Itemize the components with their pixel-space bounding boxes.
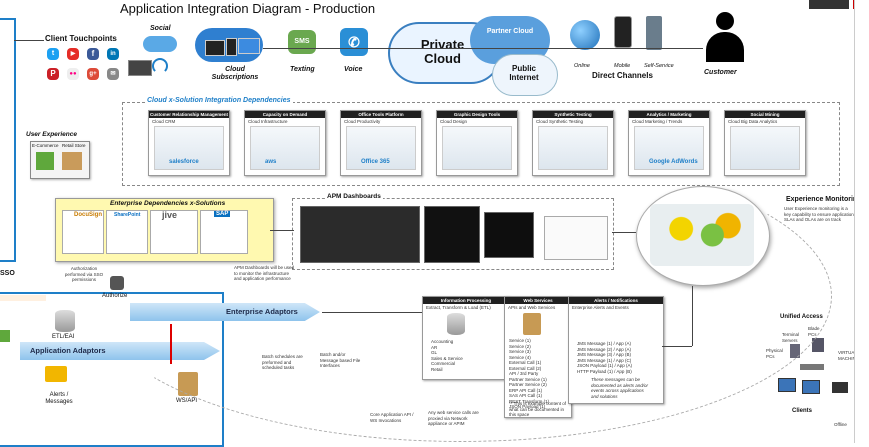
retail-store-icon [62, 152, 82, 170]
voice-label: Voice [344, 66, 363, 73]
docusign-label: DocuSign [74, 212, 102, 218]
alerts-icon [45, 366, 67, 382]
wifi-icon [152, 58, 168, 74]
cloud-panel-brand: Google AdWords [649, 159, 698, 165]
facebook-icon: f [87, 48, 99, 60]
linkedin-icon: in [107, 48, 119, 60]
private-cloud-shape-3 [492, 54, 558, 96]
docusign-panel [62, 210, 104, 254]
top-connector-line [263, 48, 703, 49]
alerts-label: Alerts / Messages [45, 392, 73, 405]
cloud-panel-title: Analytics / Marketing [629, 111, 709, 118]
cloud-panel-title: Office Tools Platform [341, 111, 421, 118]
ecommerce-label: E-Commerce [32, 143, 59, 148]
dashed-arc [90, 150, 832, 442]
cloud-panel-brand: salesforce [169, 159, 199, 165]
self-service-label: Self-Service [644, 63, 674, 69]
ecommerce-icon [36, 152, 54, 170]
cloud-panel-sub: Cloud Design [440, 119, 468, 124]
online-label: Online [574, 63, 590, 69]
user-experience-label: User Experience [26, 131, 77, 138]
application-adaptors-label: Application Adaptors [30, 346, 106, 355]
customer-label: Customer [704, 69, 737, 76]
sharepoint-label: SharePoint [114, 212, 141, 218]
ws-api-label: WS/API [176, 398, 198, 404]
texting-label: Texting [290, 66, 315, 73]
pc-icon-1 [778, 378, 796, 392]
monitor-icon [238, 38, 260, 54]
auth-note: Authorization performed via SSO permissi… [64, 266, 104, 282]
partner-cloud-label: Partner Cloud [486, 28, 534, 35]
cloud-panel-thumbnail [634, 126, 704, 170]
logo [809, 0, 849, 9]
virtual-machines-label: VIRTUAL MACHINES [838, 350, 862, 361]
client-touchpoints-label: Client Touchpoints [45, 34, 117, 43]
retail-store-label: Retail Store [62, 143, 86, 148]
pinterest-icon: P [47, 68, 59, 80]
private-cloud-label: Private Cloud [420, 37, 465, 66]
cloud-panel-sub: Cloud Productivity [344, 119, 381, 124]
phone-call-icon: ✆ [340, 28, 368, 56]
clients-label: Clients [792, 408, 813, 414]
cloud-panel-title: Capacity on Demand [245, 111, 325, 118]
mobile-label: Mobile [614, 63, 631, 69]
experience-monitoring-note: User Experience monitoring is a key capa… [784, 206, 854, 222]
cloud-panel-sub: Cloud Synthetic Testing [536, 119, 583, 124]
public-internet-label: Public Internet [509, 64, 539, 82]
social-cloud-icon [143, 36, 177, 52]
laptop-client-icon [832, 382, 848, 393]
download-icon [0, 330, 10, 342]
direct-channels-label: Direct Channels [592, 71, 653, 80]
torn-page-edge [854, 0, 869, 443]
cloud-panel-title: Synthetic Testing [533, 111, 613, 118]
cloud-panel-title: Customer Relationship Management [149, 111, 229, 118]
info-label-red [0, 295, 46, 301]
cloud-panel-title: Graphic Design Tools [437, 111, 517, 118]
left-connector-line [14, 40, 44, 41]
cloud-section-heading: Cloud x-Solution Integration Dependencie… [145, 97, 293, 104]
cloud-panel-sub: Cloud CRM [152, 119, 176, 124]
laptop-icon [128, 60, 152, 76]
phone-icon [226, 38, 237, 56]
etl-label: ETL/EAI [52, 334, 75, 340]
email-icon: ✉ [107, 68, 119, 80]
page-title: Application Integration Diagram - Produc… [120, 1, 376, 16]
left-cutoff-panel [0, 18, 16, 262]
mobile-icon [614, 16, 632, 48]
youtube-icon: ▶ [67, 48, 79, 60]
cloud-subscriptions-label: Cloud Subscriptions [211, 66, 259, 81]
cloud-panel-brand: aws [265, 159, 277, 165]
sso-label: SSO [0, 270, 15, 277]
cloud-panel-title: Social Mining [725, 111, 805, 118]
social-label: Social [150, 25, 171, 32]
cloud-panel-thumbnail [730, 126, 800, 170]
cloud-panel-thumbnail [154, 126, 224, 170]
globe-icon [570, 20, 600, 50]
pc-icon-2 [802, 380, 820, 394]
offline-label: Offline [834, 422, 847, 427]
cloud-panel-sub: Cloud Infrastructure [248, 119, 288, 124]
enterprise-heading: Enterprise Dependencies x-Solutions [110, 200, 226, 207]
google-plus-icon: g+ [87, 68, 99, 80]
etl-db-icon [55, 310, 75, 332]
kiosk-icon [646, 16, 662, 50]
flickr-icon: ●● [67, 68, 79, 80]
twitter-icon: t [47, 48, 59, 60]
customer-icon [706, 12, 744, 62]
blade-icon [812, 338, 824, 352]
tablet-icon [205, 40, 225, 56]
experience-monitoring-heading: Experience Monitoring [786, 196, 862, 203]
cloud-panel-sub: Cloud Marketing / Trends [632, 119, 683, 124]
cloud-panel-sub: Cloud Big Data Analytics [728, 119, 778, 124]
network-hub-icon [800, 364, 824, 370]
sms-icon: SMS [288, 30, 316, 54]
